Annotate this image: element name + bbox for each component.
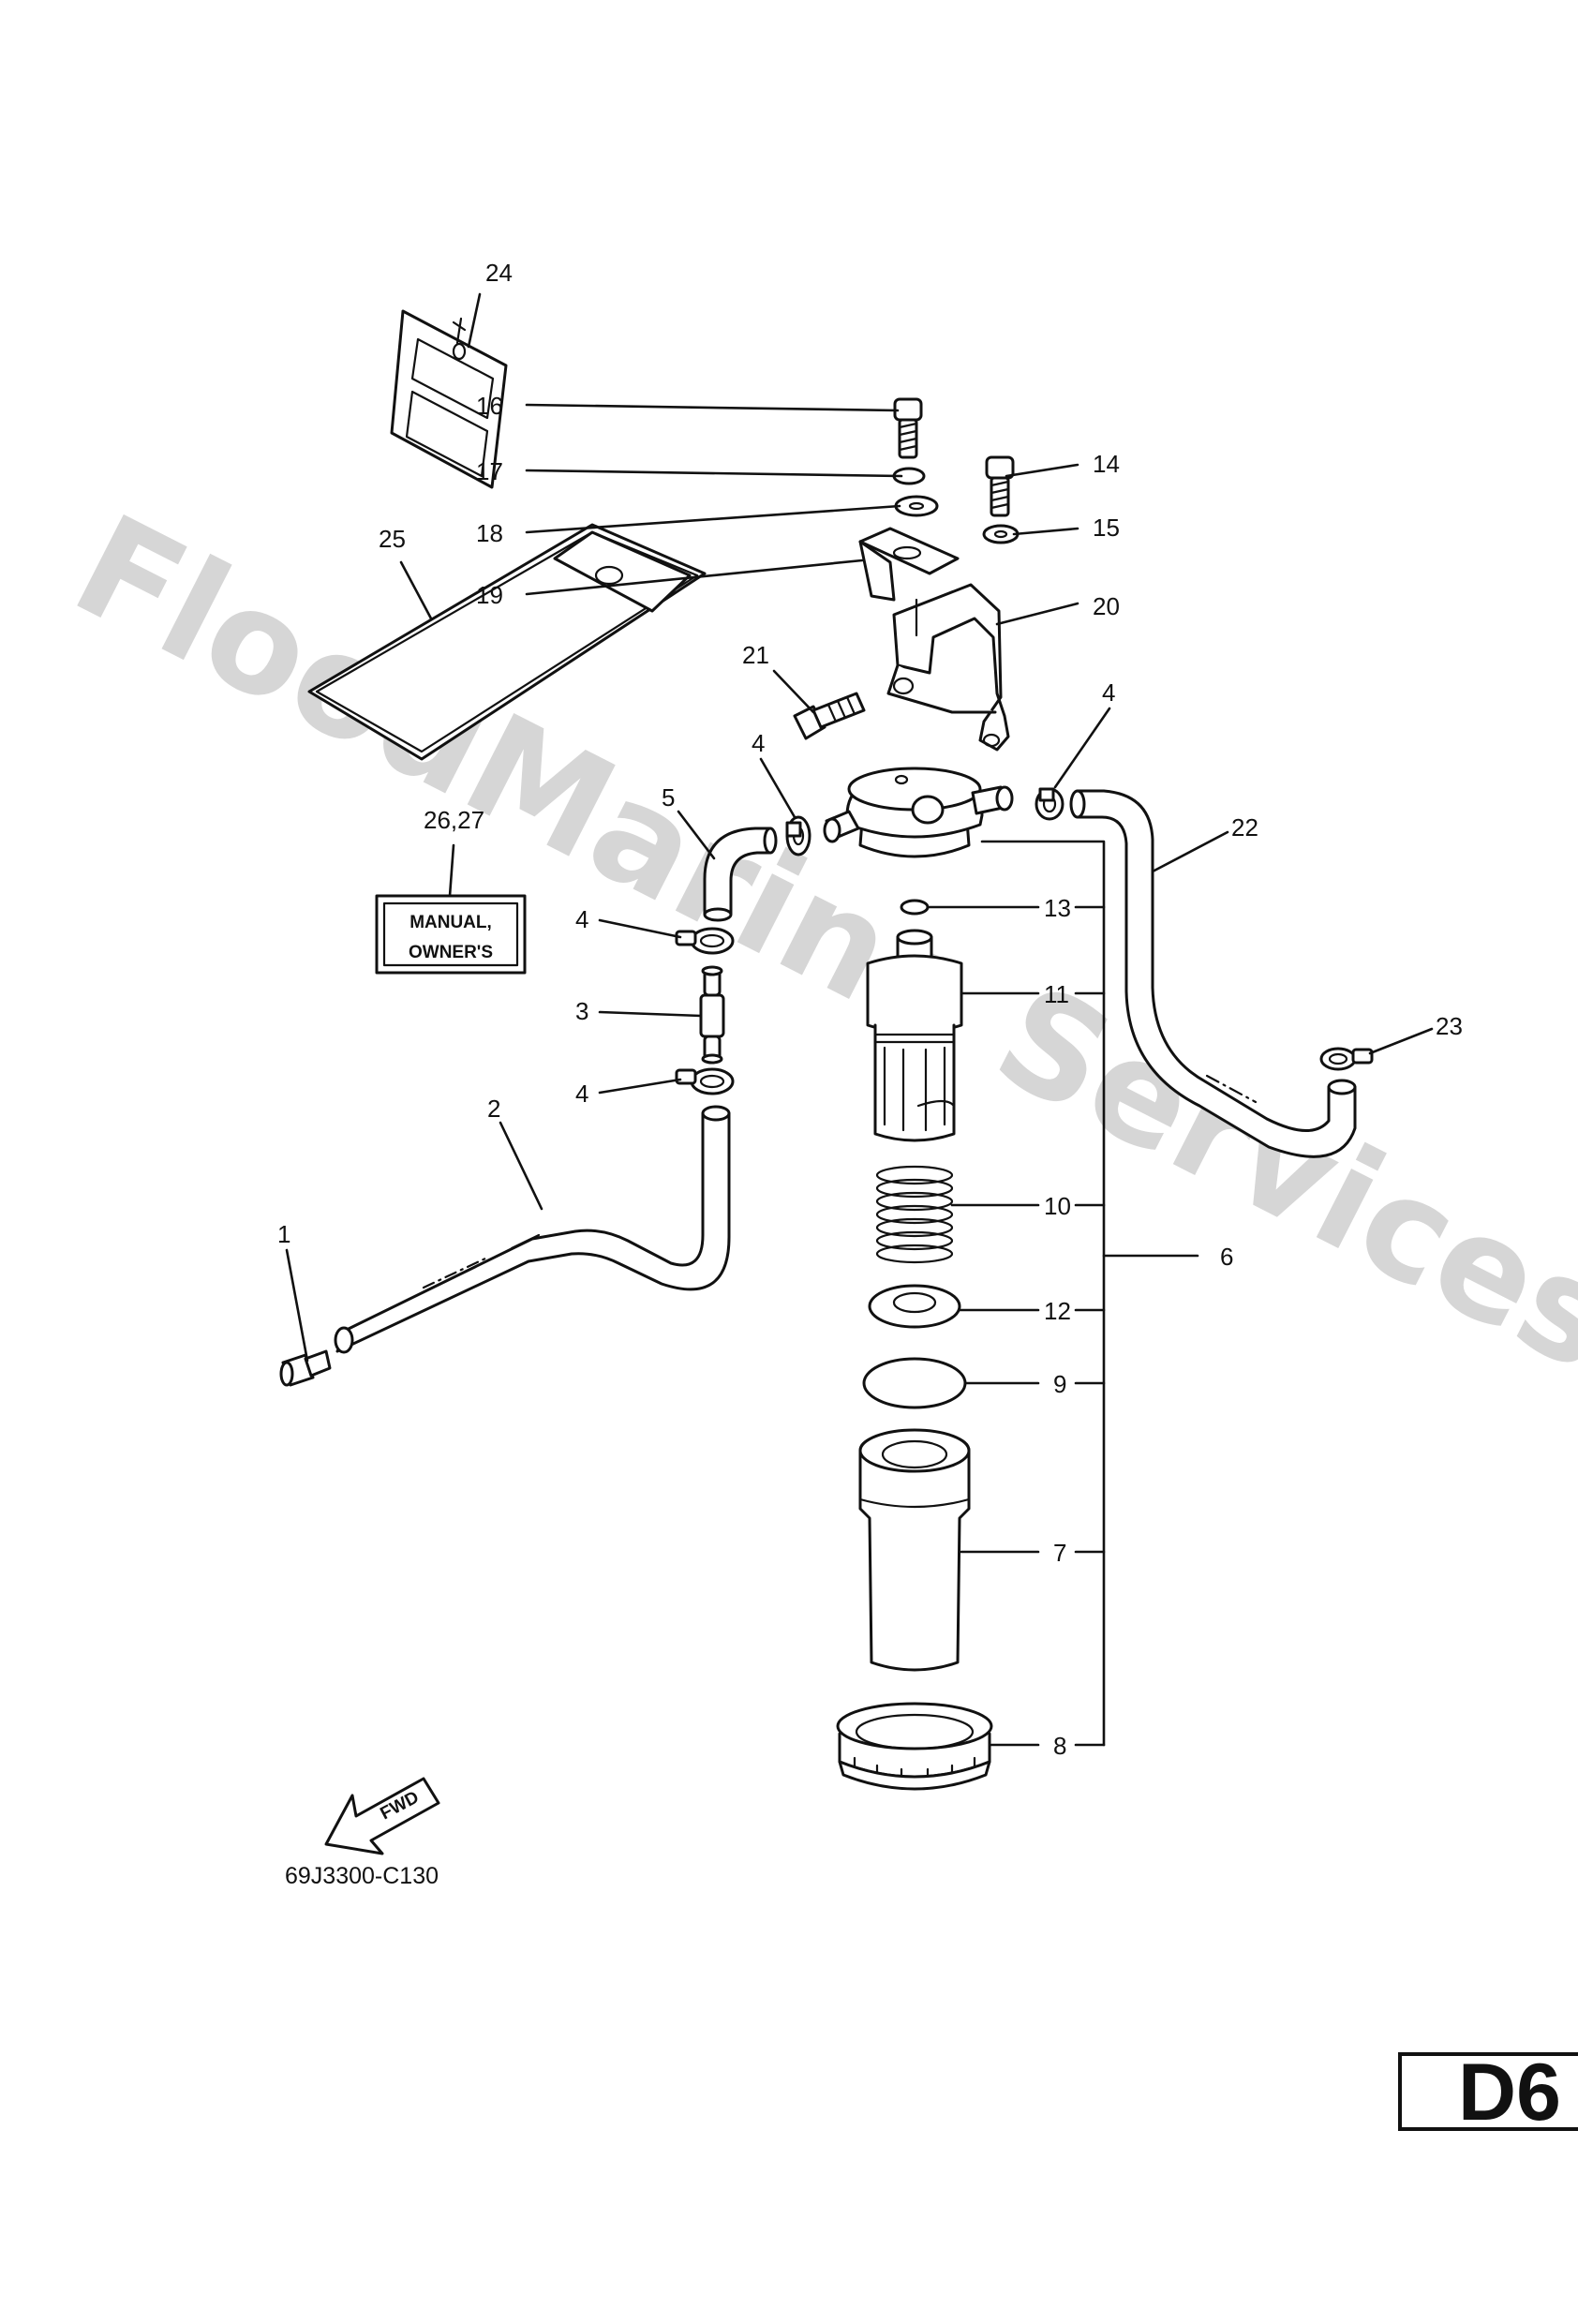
part-6-filter-head [823,767,1014,858]
callout-4-mid-2: 4 [575,1080,588,1108]
callout-10: 10 [1044,1192,1071,1220]
callout-1: 1 [277,1220,290,1248]
part-25-tool-bag [307,523,707,761]
part-4-clip-mid-2 [675,1067,735,1095]
callout-24: 24 [485,259,513,287]
callout-9: 9 [1053,1370,1066,1398]
part-16-bolt [893,397,923,459]
watermark-text: FloodMarine Services [51,484,1578,1403]
callout-8: 8 [1053,1732,1066,1760]
callout-14: 14 [1093,450,1120,478]
part-4-clip-mid-1 [675,927,735,955]
callout-26-27: 26,27 [424,806,484,834]
part-4-clip-top-left [785,815,811,857]
part-13-o-ring [900,899,930,916]
callout-18: 18 [476,519,503,547]
callout-25: 25 [379,525,406,553]
callout-12: 12 [1044,1297,1071,1325]
callout-13: 13 [1044,894,1071,922]
diagram-code: 69J3300-C130 [285,1863,439,1889]
part-4-clip-top-right [1035,787,1064,821]
callout-22: 22 [1231,813,1258,842]
part-1-plug [279,1349,332,1387]
part-7-filter-cup [858,1428,971,1672]
callout-20: 20 [1093,592,1120,620]
part-12-gasket [868,1284,961,1329]
callout-15: 15 [1093,514,1120,542]
part-23-clip [1319,1047,1374,1071]
callout-5: 5 [662,783,675,812]
part-5-elbow-hose [703,827,778,922]
callout-2: 2 [487,1095,500,1123]
part-2-fuel-hose [334,1105,731,1354]
part-18-washer [894,495,939,517]
part-22-fuel-hose [1069,789,1357,1158]
callout-6: 6 [1220,1243,1233,1271]
part-14-bolt [985,455,1015,517]
callout-7: 7 [1053,1539,1066,1567]
callout-4-top-left: 4 [752,729,765,757]
callout-11: 11 [1044,980,1069,1008]
callout-19: 19 [476,581,503,609]
part-19-bracket-clip [858,527,960,602]
page-id-box: D6 [1398,2048,1578,2138]
callout-23: 23 [1436,1012,1463,1040]
part-11-filter-element [866,929,963,1142]
fwd-arrow-icon [324,1777,440,1855]
page-id: D6 [1458,2048,1561,2138]
part-3-joint [699,965,725,1065]
part-24-caution-tag [390,309,508,489]
part-8-cup-nut [836,1702,993,1791]
leader-lines [285,292,1434,1747]
callout-16: 16 [476,392,503,420]
manual-tag-line2: OWNER'S [409,943,493,962]
part-9-o-ring [862,1357,967,1409]
part-15-washer [982,524,1020,544]
callout-3: 3 [575,997,588,1025]
part-20-filter-bracket [886,583,1010,752]
callout-4-top-right: 4 [1102,678,1115,707]
part-21-bolt [793,692,866,740]
callout-17: 17 [476,457,503,485]
callout-4-mid-1: 4 [575,905,588,933]
manual-tag-line1: MANUAL, [409,913,492,932]
part-10-spring [875,1165,954,1264]
callout-21: 21 [742,641,769,669]
